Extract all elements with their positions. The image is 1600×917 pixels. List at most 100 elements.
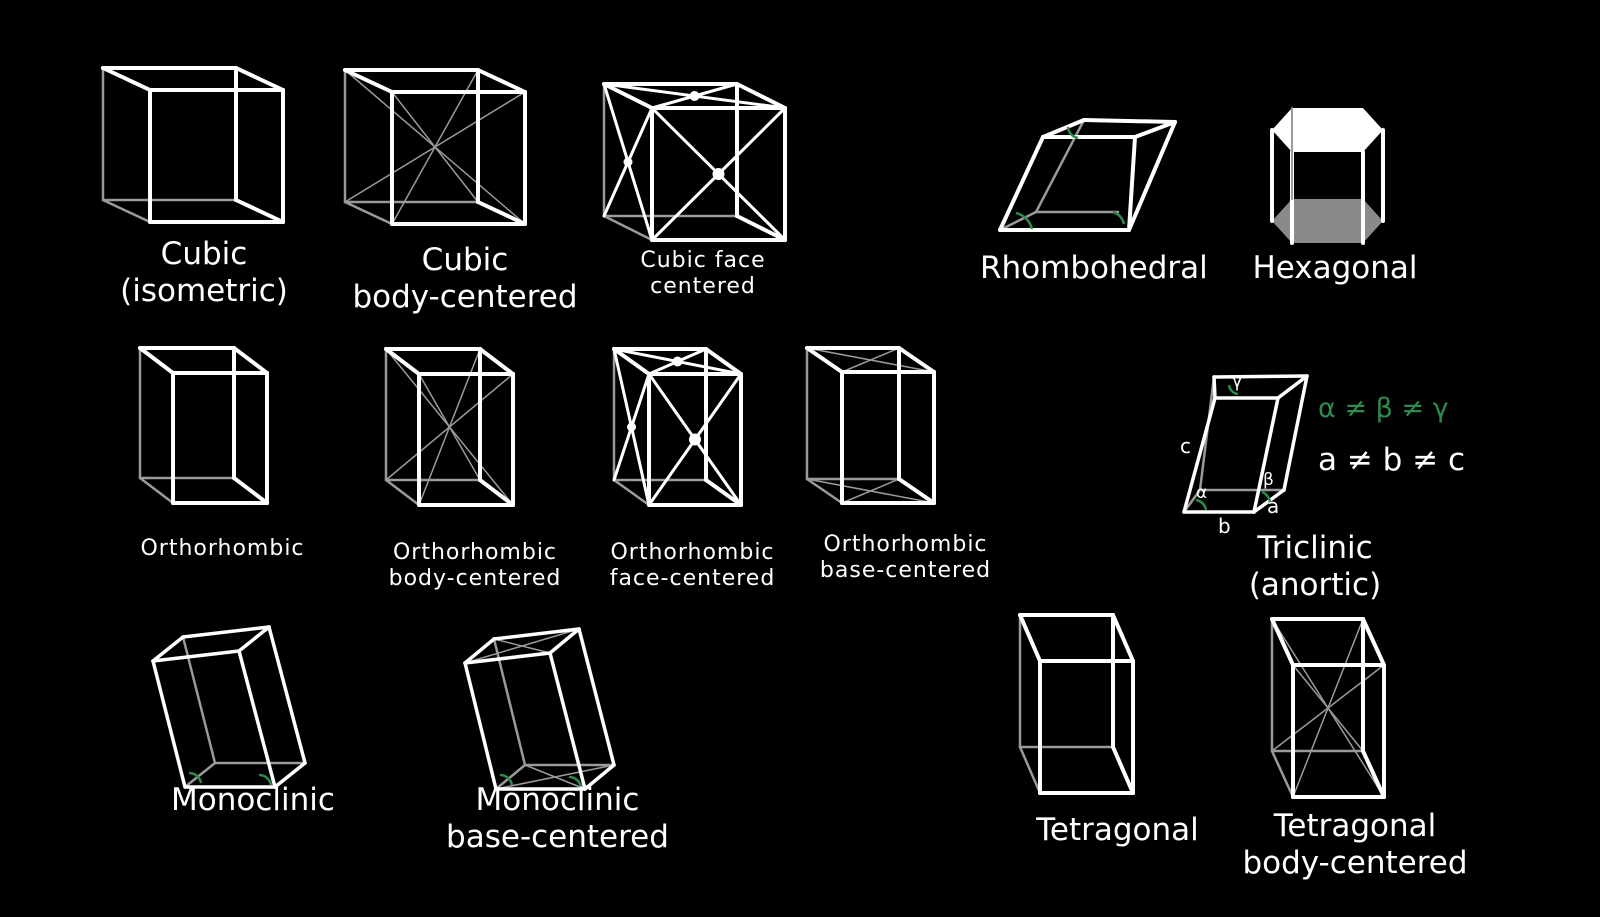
ortho-fc-edge xyxy=(704,347,743,376)
label-triclinic: Triclinic(anortic) xyxy=(1248,530,1382,604)
monoclinic-base-back-edge xyxy=(494,763,527,791)
monoclinic-edge xyxy=(151,659,187,789)
label-cubic: Cubic(isometric) xyxy=(120,236,288,310)
monoclinic-base-edge xyxy=(463,637,496,665)
monoclinic-edge xyxy=(181,625,271,639)
ortho-fc-back-edge xyxy=(612,478,651,507)
tetra-bc-edge xyxy=(1361,617,1386,667)
ortho-base-edge xyxy=(805,346,844,374)
ortho-bc-edge xyxy=(478,347,515,376)
tetra-bc-back-edge xyxy=(1270,749,1295,799)
triclinic-edge xyxy=(1276,374,1309,400)
monoclinic-base-top-diagonal xyxy=(464,628,580,664)
triclinic-angle-relation: α ≠ β ≠ γ xyxy=(1318,393,1449,424)
cubic-fc-back-edge xyxy=(602,214,654,242)
rhombohedral-angle-mark xyxy=(1112,210,1126,225)
axis-label-b: b xyxy=(1218,514,1231,538)
ortho-bc-edge xyxy=(384,347,421,376)
tetra-back-edge xyxy=(1018,745,1042,795)
angle-label-beta: β xyxy=(1263,470,1274,490)
ortho-fc-face-point xyxy=(689,433,701,446)
monoclinic-angle-mark xyxy=(258,773,273,786)
label-tetragonal: Tetragonal xyxy=(1036,812,1199,848)
cubic-fc-edge xyxy=(602,82,654,110)
cubic-fc-edge xyxy=(735,214,787,242)
triclinic-edge xyxy=(1282,374,1309,492)
ortho-fc-face-point xyxy=(627,422,636,432)
ortho-base-back-edge xyxy=(805,477,844,505)
triclinic-edge xyxy=(1212,374,1309,379)
ortho-fc-face-point xyxy=(672,356,683,367)
tetra-edge xyxy=(1018,613,1042,663)
monoclinic-edge xyxy=(237,625,271,653)
ortho-back-edge xyxy=(138,476,175,505)
monoclinic-base-edge xyxy=(583,763,616,791)
monoclinic-edge xyxy=(237,649,277,789)
cubic-fc-face-point xyxy=(623,157,633,167)
ortho-fc-edge xyxy=(704,478,743,507)
monoclinic-back-edge xyxy=(183,761,217,789)
ortho-fc-edge xyxy=(612,347,651,376)
monoclinic-base-edge xyxy=(492,627,581,641)
axis-label-c: c xyxy=(1180,434,1191,458)
monoclinic-base-edge xyxy=(548,651,587,791)
cubic-fc-edge xyxy=(735,82,787,110)
monoclinic-base-edge xyxy=(577,627,616,767)
monoclinic-base-angle-mark xyxy=(499,773,514,786)
cubic-bc-edge xyxy=(476,68,527,94)
axis-label-a: a xyxy=(1267,494,1280,518)
ortho-bc-body-diagonal xyxy=(385,348,514,506)
monoclinic-edge xyxy=(151,635,185,663)
ortho-bc-back-edge xyxy=(384,478,421,507)
triclinic-edge xyxy=(1182,396,1217,514)
ortho-edge xyxy=(232,346,269,375)
triclinic-angle-gamma-mark xyxy=(1227,384,1239,396)
triclinic-edge xyxy=(1212,375,1217,400)
ortho-base-top-diagonal xyxy=(841,347,900,373)
ortho-bc-edge xyxy=(478,478,515,507)
triclinic-edge xyxy=(1252,396,1280,514)
cubic-back-edge xyxy=(101,198,152,224)
cubic-bc-edge xyxy=(343,68,394,94)
monoclinic-base-edge xyxy=(548,627,581,655)
cubic-bc-edge xyxy=(476,200,527,226)
tetra-edge xyxy=(1111,613,1135,663)
cubic-bc-body-diagonal xyxy=(344,69,526,225)
ortho-edge xyxy=(232,476,269,505)
cubic-edge xyxy=(234,198,285,224)
rhombohedral-back-edge xyxy=(998,210,1038,232)
monoclinic-base-base-diagonal xyxy=(524,764,586,790)
rhombohedral-angle-mark xyxy=(1066,126,1079,140)
tetra-edge xyxy=(1111,745,1135,795)
rhombohedral-back-edge xyxy=(1034,118,1086,214)
rhombohedral-edge xyxy=(1127,120,1177,232)
triclinic-edge-relation: a ≠ b ≠ c xyxy=(1318,442,1466,478)
monoclinic-edge xyxy=(273,761,307,789)
hexagonal-top-face xyxy=(1272,108,1383,152)
monoclinic-angle-mark xyxy=(188,771,203,784)
rhombohedral-edge xyxy=(998,135,1045,232)
cubic-edge xyxy=(101,66,152,92)
cubic-fc-face-point xyxy=(712,168,725,180)
rhombohedral-angle-mark xyxy=(1015,211,1034,230)
monoclinic-base-angle-mark xyxy=(568,775,583,788)
cubic-fc-face-point xyxy=(689,91,700,101)
monoclinic-edge xyxy=(267,625,307,765)
rhombohedral-edge xyxy=(1082,118,1177,124)
ortho-edge xyxy=(138,346,175,375)
tetra-bc-edge xyxy=(1270,617,1295,667)
triclinic-angle-alpha-mark xyxy=(1195,498,1208,511)
angle-label-gamma: γ xyxy=(1232,372,1243,392)
label-orthorhombic: Orthorhombic xyxy=(140,536,305,561)
monoclinic-base-edge xyxy=(463,661,498,791)
cubic-bc-back-edge xyxy=(343,200,394,226)
hexagonal-bottom-face xyxy=(1272,199,1383,243)
